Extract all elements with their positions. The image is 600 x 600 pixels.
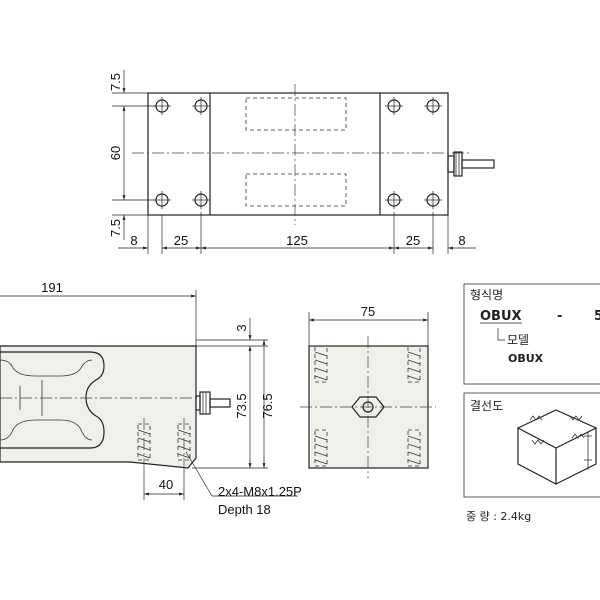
wiring-title: 결선도 <box>470 399 503 413</box>
cable-gland-icon <box>447 151 495 177</box>
wheatstone-bridge-icon <box>516 409 598 485</box>
model-title: 형식명 <box>470 288 503 302</box>
dim-75: 75 <box>361 304 375 319</box>
top-view-vertical-dims: 7.5 60 7.5 <box>108 70 156 240</box>
model-box <box>463 283 600 385</box>
dim-125: 125 <box>286 233 308 248</box>
dim-191: 191 <box>41 280 63 295</box>
dim-25-left: 25 <box>174 233 188 248</box>
weight-label: 중 량 : 2.4kg <box>466 510 531 523</box>
model-dash: - <box>557 309 562 324</box>
top-view-outline <box>147 92 449 216</box>
top-view: 7.5 60 7.5 8 25 125 25 8 <box>108 70 495 254</box>
dim-8-left: 8 <box>130 233 137 248</box>
front-view: 191 3 <box>0 280 302 517</box>
hole-spec-label: 2x4-M8x1.25P <box>218 484 302 499</box>
side-view: 75 <box>300 304 436 478</box>
dim-8-right: 8 <box>458 233 465 248</box>
model-sub-label: 모델 <box>507 333 529 347</box>
model-trailing: 5 <box>594 309 600 324</box>
dim-7-5-top: 7.5 <box>108 73 123 91</box>
dim-40: 40 <box>159 477 173 492</box>
dim-3: 3 <box>234 324 249 331</box>
model-code: OBUX <box>480 309 522 324</box>
dim-7-5-bottom: 7.5 <box>108 219 123 237</box>
threaded-hole-icon <box>314 345 421 467</box>
top-view-horizontal-dims: 8 25 125 25 8 <box>118 212 476 254</box>
cable-gland-icon <box>195 391 231 415</box>
hex-nut-icon <box>351 396 385 418</box>
dim-25-right: 25 <box>406 233 420 248</box>
hole-depth-label: Depth 18 <box>218 502 271 517</box>
info-panel: 형식명 OBUX - 5 모델 OBUX 결선도 중 량 : 2.4kg <box>463 283 600 523</box>
dim-76-5: 76.5 <box>260 393 275 418</box>
wiring-box <box>463 392 600 498</box>
threaded-hole-icon <box>137 418 191 470</box>
dim-73-5: 73.5 <box>234 393 249 418</box>
dim-60: 60 <box>108 146 123 160</box>
model-name: OBUX <box>508 352 544 365</box>
load-cell-body <box>0 345 197 469</box>
